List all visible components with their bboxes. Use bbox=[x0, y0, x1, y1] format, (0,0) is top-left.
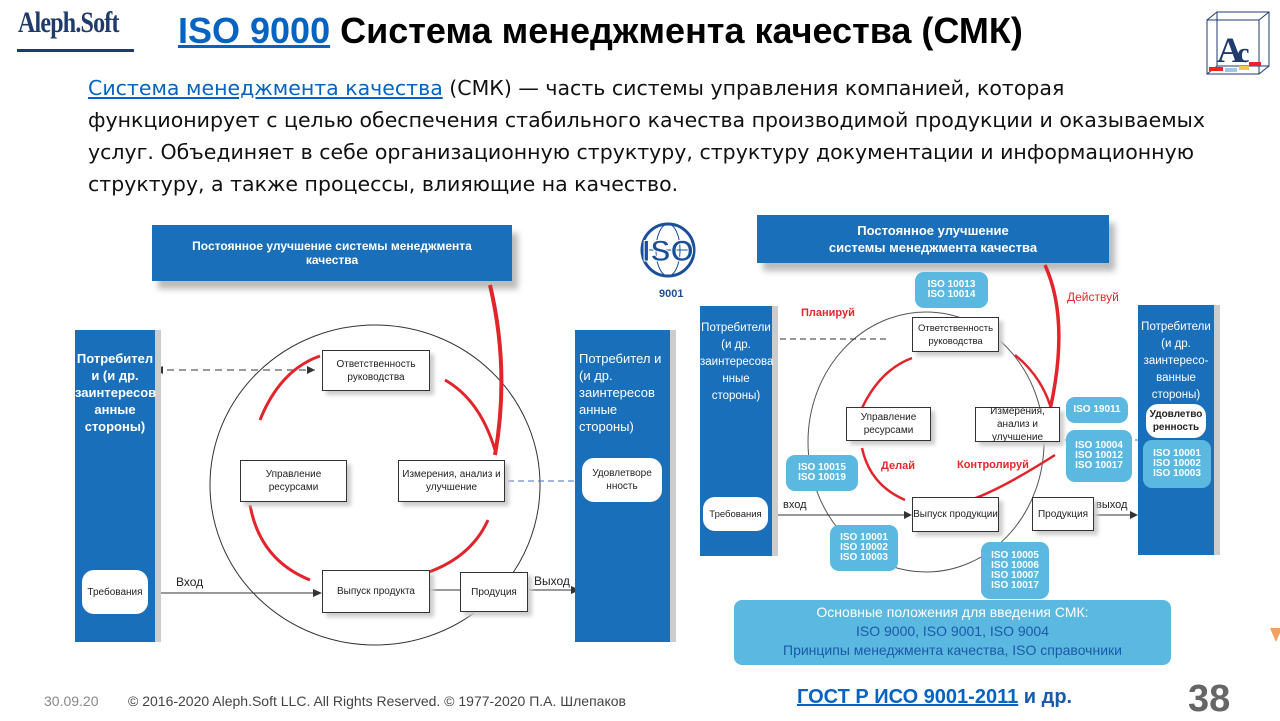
left-release-box: Выпуск продукта bbox=[322, 570, 430, 613]
page-number: 38 bbox=[1188, 678, 1231, 720]
right-input-label: вход bbox=[783, 499, 807, 511]
right-resources-box: Управление ресурсами bbox=[846, 407, 931, 441]
svg-text:c: c bbox=[1237, 38, 1249, 69]
badge-19011: ISO 19011 bbox=[1066, 397, 1128, 423]
logo-underline bbox=[17, 49, 134, 52]
left-product-box: Продуция bbox=[460, 572, 528, 612]
banner-line-2: системы менеджмента качества bbox=[828, 240, 1038, 255]
summary-line-3: Принципы менеджмента качества, ISO справ… bbox=[783, 642, 1122, 658]
right-output-label: выход bbox=[1096, 499, 1128, 511]
intro-text: (СМК) — часть системы управления компани… bbox=[88, 76, 1205, 196]
left-responsibility-box: Ответственность руководства bbox=[322, 350, 430, 391]
iso-number: 9001 bbox=[659, 288, 684, 300]
summary-line-1: Основные положения для введения СМК: bbox=[816, 604, 1089, 620]
arrow-down-icon bbox=[1270, 628, 1280, 642]
right-product-box: Продукция bbox=[1032, 497, 1094, 531]
title-text: Система менеджмента качества (СМК) bbox=[330, 10, 1023, 51]
right-satisfaction: Удовлетво ренность bbox=[1146, 404, 1206, 438]
footer-copyright: © 2016-2020 Aleph.Soft LLC. All Rights R… bbox=[128, 693, 626, 709]
gost-rest: и др. bbox=[1018, 686, 1073, 708]
left-resources-box: Управление ресурсами bbox=[240, 460, 347, 502]
alephsoft-logo: Aleph.Soft bbox=[18, 6, 119, 39]
banner-line-1: Постоянное улучшение bbox=[857, 223, 1009, 238]
qms-link[interactable]: Система менеджмента качества bbox=[88, 76, 443, 100]
summary-box: Основные положения для введения СМК: ISO… bbox=[734, 600, 1171, 665]
intro-paragraph: Система менеджмента качества (СМК) — час… bbox=[88, 72, 1208, 200]
right-improvement-banner: Постоянное улучшение системы менеджмента … bbox=[757, 215, 1109, 263]
iso9000-link[interactable]: ISO 9000 bbox=[178, 10, 331, 51]
left-satisfaction: Удовлетворе нность bbox=[582, 458, 662, 502]
page-title: ISO 9000 Система менеджмента качества (С… bbox=[178, 10, 1023, 52]
plan-label: Планируй bbox=[801, 307, 855, 319]
left-measurement-box: Измерения, анализ и улучшение bbox=[398, 460, 505, 502]
right-release-box: Выпуск продукции bbox=[912, 497, 999, 532]
left-improvement-banner: Постоянное улучшение системы менеджмента… bbox=[152, 225, 512, 281]
corner-logo-icon: Ac bbox=[1206, 11, 1270, 75]
check-label: Контролируй bbox=[957, 459, 1029, 471]
act-label: Действуй bbox=[1067, 290, 1119, 304]
right-requirements: Требования bbox=[703, 497, 768, 531]
svg-text:A: A bbox=[1217, 30, 1243, 70]
footer-gost: ГОСТ Р ИСО 9001-2011 и др. bbox=[797, 686, 1072, 709]
summary-line-2: ISO 9000, ISO 9001, ISO 9004 bbox=[855, 623, 1049, 639]
do-label: Делай bbox=[881, 460, 915, 472]
iso-text: ISO bbox=[642, 235, 694, 268]
right-measurement-box: Измерения, анализ и улучшение bbox=[975, 406, 1060, 443]
right-responsibility-box: Ответственность руководства bbox=[912, 317, 999, 352]
left-output-label: Выход bbox=[534, 574, 570, 588]
gost-link[interactable]: ГОСТ Р ИСО 9001-2011 bbox=[797, 686, 1019, 708]
footer-date: 30.09.20 bbox=[44, 693, 99, 709]
left-input-label: Вход bbox=[176, 575, 204, 589]
left-diagram-lines bbox=[150, 284, 580, 646]
iso-globe-icon: ISO bbox=[640, 222, 696, 278]
right-diagram-lines bbox=[768, 264, 1140, 573]
iso-logo: ISO 9001 bbox=[625, 208, 715, 303]
left-requirements: Требования bbox=[82, 570, 148, 614]
